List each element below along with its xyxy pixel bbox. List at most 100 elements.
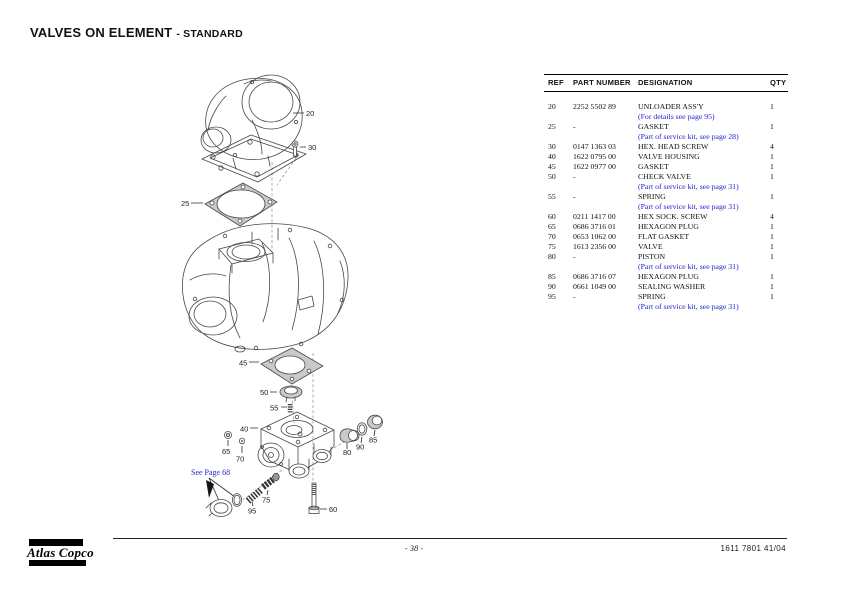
atlas-copco-logo: Atlas Copco xyxy=(27,539,94,566)
page-title: VALVES ON ELEMENT xyxy=(30,25,173,40)
cell-ref: 80 xyxy=(548,252,556,261)
service-kit-note[interactable]: (Part of service kit, see page 31) xyxy=(638,302,739,311)
header-ref: REF xyxy=(548,78,564,87)
empty-cell xyxy=(766,112,788,122)
service-kit-note[interactable]: (Part of service kit, see page 31) xyxy=(638,182,739,191)
cell-part: 0686 3716 01 xyxy=(573,222,616,231)
cell-ref: 85 xyxy=(548,272,556,281)
cell-part: 2252 5502 89 xyxy=(573,102,616,111)
cell-ref: 60 xyxy=(548,212,556,221)
empty-cell xyxy=(571,202,638,212)
cell-desig: HEXAGON PLUG xyxy=(638,272,699,281)
cell-desig: FLAT GASKET xyxy=(638,232,690,241)
callout-20: 20 xyxy=(306,109,314,118)
cell-ref: 30 xyxy=(548,142,556,151)
hex-screw-30-drawing xyxy=(291,140,299,157)
cell-qty: 4 xyxy=(770,142,774,151)
cell-part: 0653 1062 00 xyxy=(573,232,616,241)
unloader-assembly-drawing xyxy=(200,74,307,183)
note-row-80: (Part of service kit, see page 31) xyxy=(544,262,788,272)
empty-cell xyxy=(544,202,571,212)
assembly-axis-dashed-lines xyxy=(242,157,370,501)
see-page-leader-lines xyxy=(208,477,236,504)
header-part-number: PART NUMBER xyxy=(573,78,631,87)
empty-cell xyxy=(766,262,788,272)
cell-qty: 1 xyxy=(770,152,774,161)
callout-65: 65 xyxy=(222,447,230,456)
callout-45: 45 xyxy=(239,359,247,368)
cell-desig: HEXAGON PLUG xyxy=(638,222,699,231)
cell-ref: 95 xyxy=(548,292,556,301)
service-kit-note[interactable]: (For details see page 95) xyxy=(638,112,715,121)
valve-75-drawing xyxy=(261,472,280,490)
cell-part: - xyxy=(573,192,576,201)
callout-55: 55 xyxy=(270,404,278,413)
cell-qty: 1 xyxy=(770,122,774,131)
cell-ref: 65 xyxy=(548,222,556,231)
cell-ref: 75 xyxy=(548,242,556,251)
cell-part: - xyxy=(573,122,576,131)
callout-90: 90 xyxy=(356,443,364,452)
callout-95: 95 xyxy=(248,507,256,516)
callout-leader-lines xyxy=(191,112,376,510)
cell-qty: 4 xyxy=(770,212,774,221)
doc-number: 1611 7801 41/04 xyxy=(720,544,786,553)
table-header-row: REF PART NUMBER DESIGNATION QTY xyxy=(544,74,788,92)
footer-rule xyxy=(113,538,787,539)
spring-95-drawing xyxy=(245,487,264,504)
empty-cell xyxy=(571,132,638,142)
callout-25: 25 xyxy=(181,199,189,208)
callout-50: 50 xyxy=(260,388,268,397)
note-row-95: (Part of service kit, see page 31) xyxy=(544,302,788,312)
logo-bar-bottom xyxy=(29,559,86,566)
empty-cell xyxy=(766,202,788,212)
service-kit-note[interactable]: (Part of service kit, see page 31) xyxy=(638,202,739,211)
callout-75: 75 xyxy=(262,496,270,505)
cell-part: 0147 1363 03 xyxy=(573,142,616,151)
piston-80-drawing xyxy=(339,428,360,443)
cell-ref: 70 xyxy=(548,232,556,241)
cell-desig: SPRING xyxy=(638,192,666,201)
logo-bar-top xyxy=(29,539,83,546)
see-page-link[interactable]: See Page 68 xyxy=(191,468,230,477)
service-kit-note[interactable]: (Part of service kit, see page 28) xyxy=(638,132,739,141)
cell-part: 1613 2356 00 xyxy=(573,242,616,251)
callout-30: 30 xyxy=(308,143,316,152)
valve-housing-40-drawing xyxy=(257,411,335,479)
empty-cell xyxy=(571,182,638,192)
cell-ref: 50 xyxy=(548,172,556,181)
empty-cell xyxy=(544,112,571,122)
cell-desig: GASKET xyxy=(638,162,669,171)
cell-part: 0686 3716 07 xyxy=(573,272,616,281)
parts-table: REF PART NUMBER DESIGNATION QTY 20 2252 5… xyxy=(544,74,788,312)
callout-80: 80 xyxy=(343,448,351,457)
cell-ref: 20 xyxy=(548,102,556,111)
title-row: VALVES ON ELEMENT- STANDARD xyxy=(30,24,243,42)
empty-cell xyxy=(571,302,638,312)
table-spacer-row xyxy=(544,92,788,103)
cell-ref: 40 xyxy=(548,152,556,161)
service-kit-note[interactable]: (Part of service kit, see page 31) xyxy=(638,262,739,271)
cell-part: 0661 1049 00 xyxy=(573,282,616,291)
cell-qty: 1 xyxy=(770,192,774,201)
empty-cell xyxy=(571,262,638,272)
callout-85: 85 xyxy=(369,436,377,445)
cell-qty: 1 xyxy=(770,162,774,171)
empty-cell xyxy=(571,112,638,122)
cell-qty: 1 xyxy=(770,282,774,291)
gasket-45-drawing xyxy=(260,347,324,385)
cell-ref: 45 xyxy=(548,162,556,171)
